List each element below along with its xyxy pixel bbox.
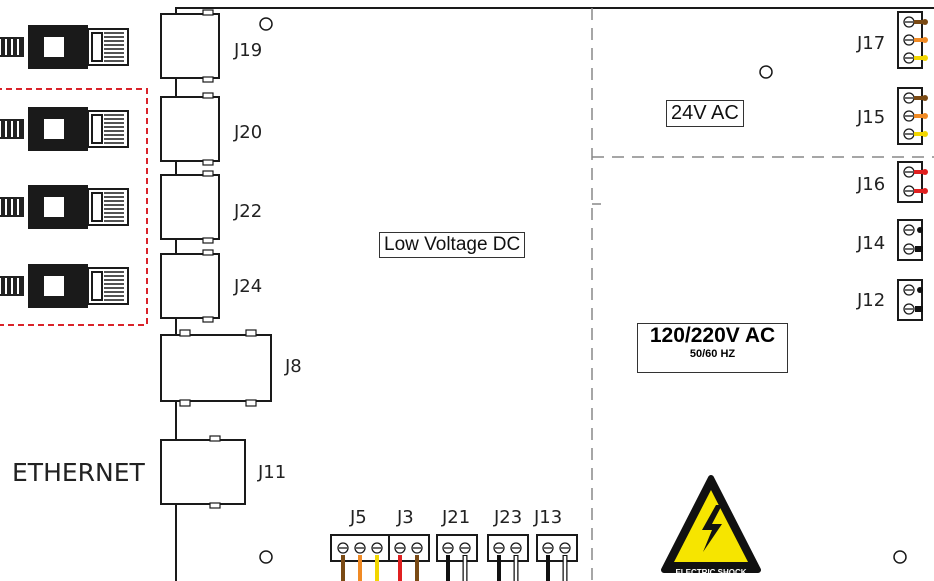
label-j22: J22 (234, 201, 263, 222)
label-j17: J17 (857, 33, 886, 54)
label-j23: J23 (494, 507, 523, 528)
board-outline (175, 7, 934, 581)
terminal-block-j12 (897, 279, 923, 321)
terminal-block-j16 (897, 161, 928, 203)
rj45-jack-j19 (160, 9, 220, 83)
mounting-hole (759, 65, 773, 79)
zone-label-low-voltage: Low Voltage DC (379, 232, 526, 258)
label-j14: J14 (857, 233, 886, 254)
zone-label-high-voltage-text: 120/220V AC (649, 324, 776, 347)
label-j20: J20 (234, 122, 263, 143)
label-j16: J16 (857, 174, 886, 195)
terminal-block-j15 (897, 87, 928, 145)
highlight-box (0, 88, 148, 326)
zone-label-24v-ac: 24V AC (666, 100, 744, 127)
terminal-block-j13 (536, 534, 578, 581)
terminal-block-j17 (897, 11, 928, 69)
label-j24: J24 (234, 276, 263, 297)
label-ethernet: ETHERNET (12, 458, 145, 487)
ethernet-plug-j24 (0, 263, 129, 309)
label-j3: J3 (397, 507, 414, 528)
terminal-block-j5 (330, 534, 390, 581)
ethernet-plug-j19 (0, 24, 129, 70)
label-j12: J12 (857, 290, 886, 311)
zone-label-high-voltage: 120/220V AC 50/60 HZ (637, 323, 788, 373)
label-j11: J11 (258, 462, 287, 483)
label-j8: J8 (285, 356, 302, 377)
zone-label-frequency: 50/60 HZ (689, 348, 736, 360)
terminal-block-j23 (487, 534, 529, 581)
connector-j8 (160, 329, 272, 407)
label-j15: J15 (857, 107, 886, 128)
label-j13: J13 (534, 507, 563, 528)
ethernet-plug-j22 (0, 184, 129, 230)
warning-label: ELECTRIC SHOCK (675, 568, 746, 577)
label-j19: J19 (234, 40, 263, 61)
mounting-hole (893, 550, 907, 564)
mounting-hole (259, 17, 273, 31)
label-j5: J5 (350, 507, 367, 528)
rj45-jack-j24 (160, 249, 220, 323)
mounting-hole (259, 550, 273, 564)
ethernet-plug-j20 (0, 106, 129, 152)
electric-shock-warning-icon: ELECTRIC SHOCK (661, 475, 761, 577)
terminal-block-j21 (436, 534, 478, 581)
rj45-jack-j22 (160, 170, 220, 244)
rj45-jack-j20 (160, 92, 220, 166)
terminal-block-j3 (388, 534, 430, 581)
label-j21: J21 (442, 507, 471, 528)
terminal-block-j14 (897, 219, 923, 261)
ethernet-jack-j11 (160, 435, 246, 509)
